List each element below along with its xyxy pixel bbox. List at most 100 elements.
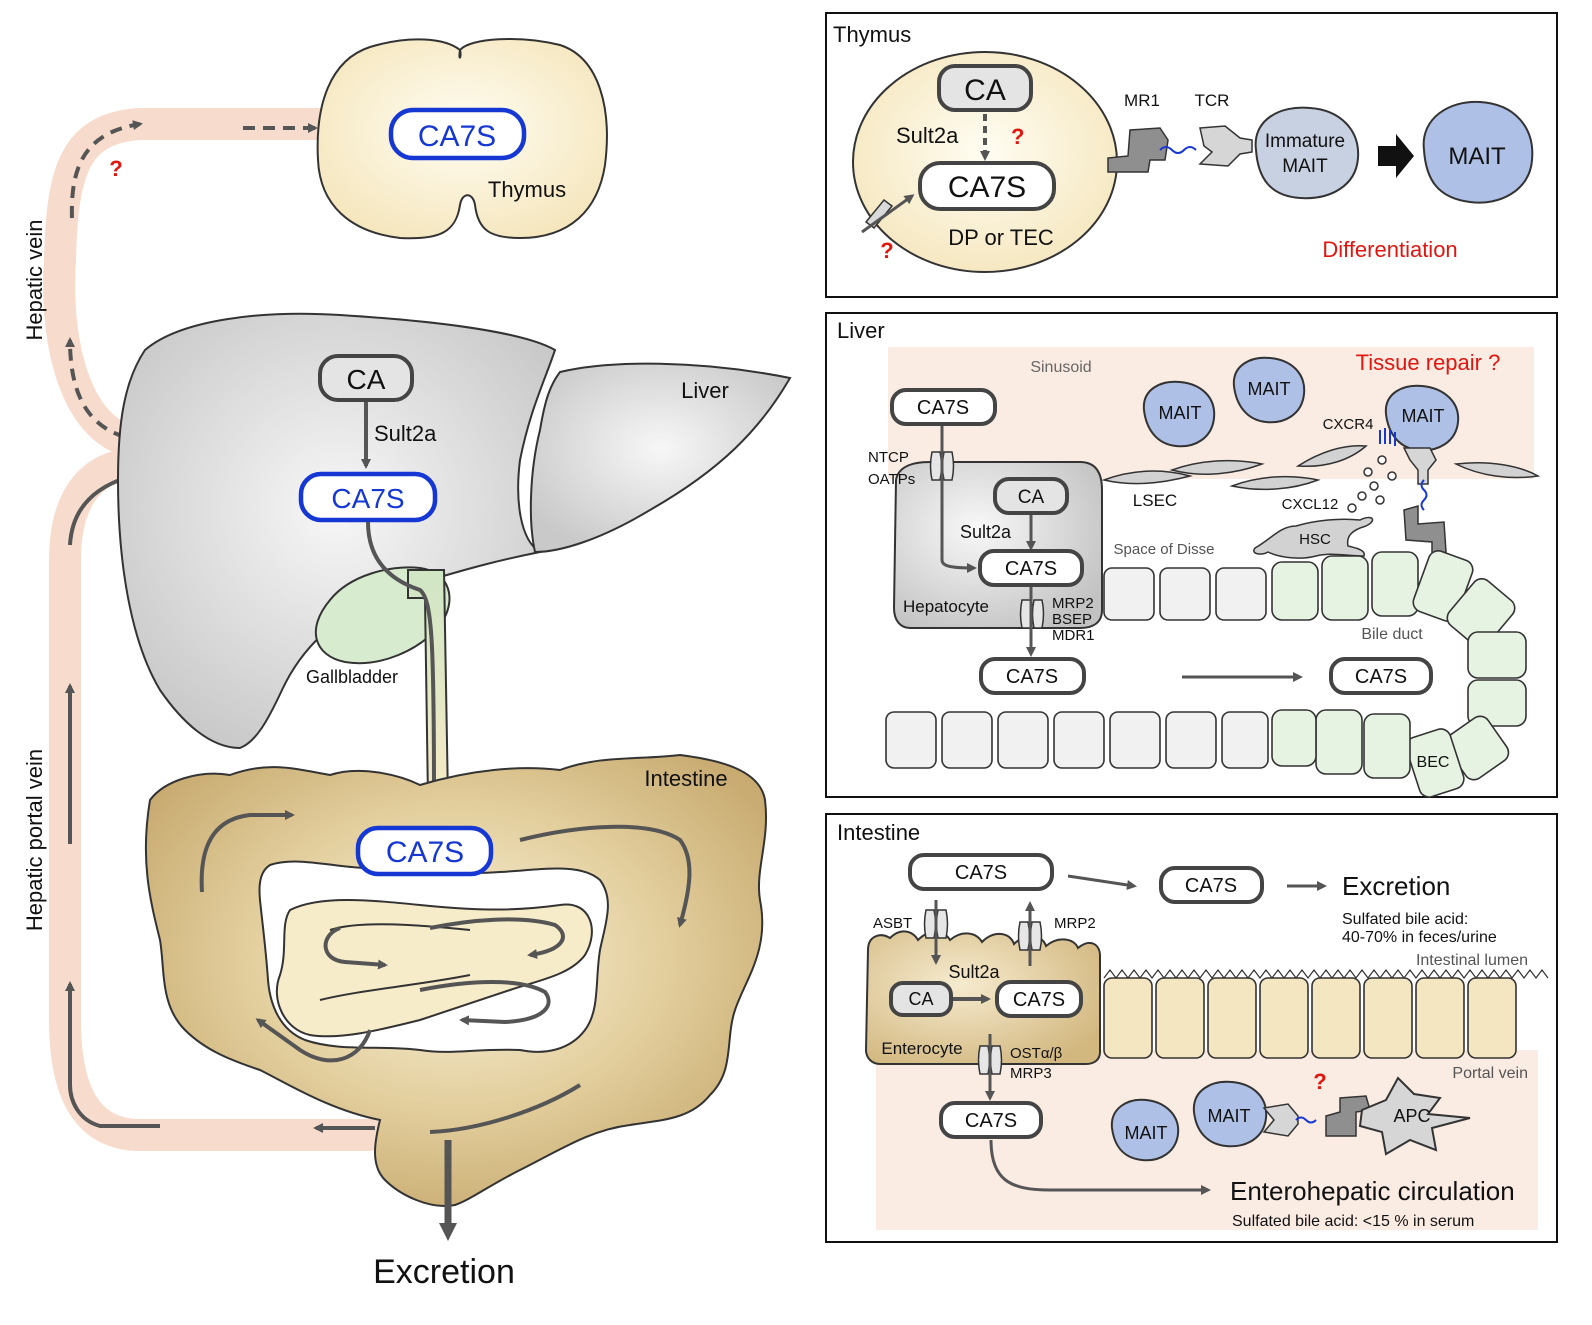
hsc-label: HSC	[1299, 531, 1331, 548]
int-to-lumen-arrow	[1067, 874, 1137, 890]
enterocyte-label: Enterocyte	[881, 1039, 962, 1058]
mrp2-label: MRP2	[1052, 595, 1094, 612]
liver-ca7s-top-pill	[890, 388, 997, 426]
portal-arrow-1	[65, 981, 160, 1128]
liver-ca7s-text: CA7S	[331, 483, 404, 514]
thymus-sult2a-label: Sult2a	[896, 123, 959, 148]
int-ca7s-right-text: CA7S	[1185, 875, 1237, 897]
bile-ca7s-right-pill	[1329, 657, 1433, 695]
intestine-flow-7	[429, 1083, 582, 1134]
enterohepatic-label: Enterohepatic circulation	[1230, 1176, 1515, 1206]
tcr-molecule	[1198, 125, 1253, 167]
intestine-ca7s-pill	[355, 825, 494, 877]
bile-ca7s-text: CA7S	[1006, 666, 1058, 688]
intestine-label: Intestine	[644, 766, 727, 791]
hep-ca-text: CA	[1018, 487, 1045, 508]
ntcp-label: NTCP	[868, 449, 909, 466]
dp-or-tec-label: DP or TEC	[948, 225, 1054, 250]
overview-diagram: ? Hepatic vein Hepatic portal vein CA7S …	[22, 38, 792, 1291]
int-ca-text: CA	[908, 989, 933, 1009]
int-ca7s-top-text: CA7S	[955, 862, 1007, 884]
intestine-flow-5	[419, 980, 551, 1026]
lsec-label: LSEC	[1133, 491, 1177, 510]
int-ca-pill	[889, 981, 953, 1017]
hep-ca-pill	[993, 477, 1069, 515]
thymus-label: Thymus	[488, 177, 566, 202]
liver-mait-2	[1232, 356, 1306, 424]
int-tcr-molecule	[1262, 1103, 1299, 1137]
hepatic-vein-band	[43, 108, 336, 456]
int-mait-1-text: MAIT	[1125, 1123, 1168, 1143]
int-ligand	[1295, 1116, 1317, 1124]
portal-vein-label: Portal vein	[1452, 1065, 1528, 1082]
intestine-flow-3	[429, 917, 565, 959]
asbt-label: ASBT	[873, 915, 912, 932]
gallbladder-label: Gallbladder	[306, 667, 398, 687]
cxcl12-dots	[1347, 455, 1397, 513]
liver-tcr-molecule	[1402, 447, 1437, 485]
thymus-ca-text: CA	[964, 74, 1006, 107]
int-mait-2	[1192, 1080, 1268, 1148]
intestinal-lumen-label: Intestinal lumen	[1416, 952, 1528, 969]
intestine-flow-2	[519, 824, 692, 928]
int-mait-2-text: MAIT	[1208, 1106, 1251, 1126]
liver-ca7s-top-text: CA7S	[917, 397, 969, 419]
liver-right-lobe	[529, 362, 792, 554]
tcr-label: TCR	[1195, 91, 1230, 110]
mrp3-label: MRP3	[1010, 1065, 1052, 1082]
intestine-inner-loops	[275, 899, 593, 1038]
int-ca7s-right-pill	[1159, 866, 1264, 904]
sulfated-line-2: 40-70% in feces/urine	[1342, 929, 1497, 946]
immature-mait-cell	[1254, 106, 1360, 200]
excretion-label: Excretion	[373, 1253, 515, 1291]
mr1-label: MR1	[1124, 91, 1160, 110]
bile-ca7s-right-text: CA7S	[1355, 666, 1407, 688]
int-ca7s-top-pill	[908, 853, 1054, 891]
intestine-fold-1	[329, 923, 471, 931]
liver-mait-3	[1384, 384, 1460, 452]
ligand-squiggle	[1159, 146, 1197, 154]
mature-mait-cell	[1422, 100, 1534, 204]
hep-sult2a-label: Sult2a	[960, 522, 1012, 542]
hepatic-portal-vein-label: Hepatic portal vein	[22, 749, 47, 931]
hep-ca7s-text: CA7S	[1005, 558, 1057, 580]
liver-mait-3-text: MAIT	[1402, 406, 1445, 426]
intestine-flow-4	[323, 926, 388, 970]
liver-panel: Liver Sinusoid Tissue repair ? CA7S NTCP…	[825, 312, 1558, 798]
apc-cell	[1358, 1076, 1471, 1156]
mr1-molecule	[1107, 127, 1169, 173]
space-of-disse-label: Space of Disse	[1114, 541, 1215, 558]
differentiation-label: Differentiation	[1322, 237, 1457, 262]
lsec-cell-1	[1101, 470, 1193, 485]
int-excretion-label: Excretion	[1342, 871, 1450, 901]
dashed-arrow-vein-up	[65, 337, 126, 439]
hepatocyte-row-top	[1103, 567, 1267, 621]
hep-ca7s-pill	[978, 549, 1084, 587]
thymus-import-arrow	[861, 194, 915, 234]
int-ca7s-low-text: CA7S	[965, 1110, 1017, 1132]
oatps-label: OATPs	[868, 471, 915, 488]
lsec-cell-4	[1295, 444, 1368, 468]
ntcp-import-arrow	[940, 426, 977, 573]
liver-mait-1	[1142, 380, 1216, 448]
tissue-repair-label: Tissue repair ?	[1356, 350, 1501, 375]
apc-label: APC	[1393, 1106, 1430, 1126]
cxcl12-label: CXCL12	[1282, 496, 1339, 513]
int-mrp2-label: MRP2	[1054, 915, 1096, 932]
hsc-cell	[1253, 516, 1374, 559]
int-ca7s-low-pill	[939, 1101, 1043, 1139]
sulfated-line-1: Sulfated bile acid:	[1342, 911, 1468, 928]
liver-label: Liver	[681, 378, 729, 403]
enterohepatic-arrow	[989, 1139, 1211, 1195]
thymus-question-1: ?	[1011, 124, 1024, 149]
bec-label: BEC	[1417, 754, 1450, 771]
intestine-flow-1	[199, 810, 295, 893]
thymus-ca7s-text: CA7S	[948, 171, 1026, 204]
mdr1-label: MDR1	[1052, 627, 1095, 644]
serum-note: Sulfated bile acid: <15 % in serum	[1232, 1213, 1474, 1230]
cxcr4-receptor	[1379, 428, 1396, 446]
liver-ca-text: CA	[347, 364, 386, 395]
thymus-question-2: ?	[880, 238, 893, 263]
